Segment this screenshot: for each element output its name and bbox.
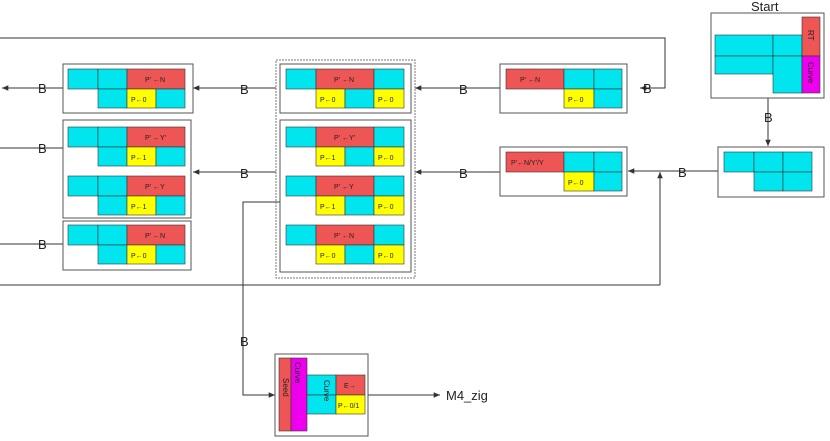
svg-text:P←1: P←1	[131, 204, 147, 211]
start-node: Start RT Curve	[710, 0, 825, 99]
edge-label: B	[38, 141, 47, 156]
svg-text:P←0: P←0	[378, 253, 394, 260]
rt-label: RT	[806, 30, 815, 41]
start-label: Start	[751, 0, 779, 14]
edge-label: B	[38, 237, 47, 252]
pick-node	[717, 146, 825, 198]
edge-label: B	[678, 165, 687, 180]
curve-label-2: Curve	[322, 380, 331, 402]
edge-label: B	[764, 110, 773, 125]
svg-text:P' ←N: P' ←N	[334, 77, 354, 84]
edge-label: B	[459, 82, 468, 97]
svg-text:P←0: P←0	[131, 97, 147, 104]
edge-label: B	[459, 166, 468, 181]
connectors	[0, 37, 771, 398]
svg-text:P←0: P←0	[378, 204, 394, 211]
svg-text:P' ←N: P' ←N	[520, 77, 540, 84]
middle-group: P' ←N P←0 P←0 P' ←Y' P←1 P←0 P' ←Y P←1 P…	[275, 59, 416, 279]
seed-node: Seed Curve Curve E→ P←0/1	[274, 353, 369, 437]
svg-text:P' ←N: P' ←N	[145, 233, 165, 240]
svg-text:P←0: P←0	[131, 253, 147, 260]
pn-node: P' ←N P←0	[499, 63, 628, 114]
edge-labels: B B B B B B B B B B B	[38, 81, 773, 349]
svg-text:P←0: P←0	[320, 253, 336, 260]
mid-to-seed-arrow	[242, 201, 280, 398]
svg-text:P' ←Y': P' ←Y'	[334, 135, 355, 142]
svg-text:P' ←N: P' ←N	[145, 77, 165, 84]
edge-label: B	[38, 81, 47, 96]
svg-text:P←0: P←0	[568, 97, 584, 104]
svg-text:P←0: P←0	[568, 180, 584, 187]
svg-text:P←1: P←1	[131, 155, 147, 162]
svg-text:P←0/1: P←0/1	[338, 403, 360, 410]
svg-text:P' ←Y: P' ←Y	[334, 184, 354, 191]
svg-text:P←0: P←0	[378, 155, 394, 162]
svg-text:P' ←Y: P' ←Y	[145, 184, 165, 191]
seed-label: Seed	[281, 378, 290, 397]
svg-text:E→: E→	[344, 383, 356, 390]
end-label: M4_zig	[446, 388, 488, 403]
top-bus-line	[0, 37, 666, 91]
svg-text:P←0: P←0	[378, 97, 394, 104]
svg-text:P' ←N: P' ←N	[334, 233, 354, 240]
edge-label: B	[240, 166, 249, 181]
edge-label: B	[240, 82, 249, 97]
svg-text:P←1: P←1	[320, 204, 336, 211]
curve-label: Curve	[806, 62, 815, 84]
svg-text:P←1: P←1	[320, 155, 336, 162]
svg-text:P←0: P←0	[320, 97, 336, 104]
curve-label: Curve	[293, 362, 302, 384]
edge-label: B	[643, 81, 652, 96]
svg-text:P' ←Y': P' ←Y'	[145, 135, 166, 142]
edge-label: B	[240, 334, 249, 349]
left-column: P' ←N P←0 P' ←Y' P←1 P' ←Y P←1 P' ←N P←0	[62, 63, 194, 271]
pnyy-node: P'←N/Y'/Y P←0	[499, 146, 628, 197]
svg-text:P'←N/Y'/Y: P'←N/Y'/Y	[511, 160, 544, 167]
